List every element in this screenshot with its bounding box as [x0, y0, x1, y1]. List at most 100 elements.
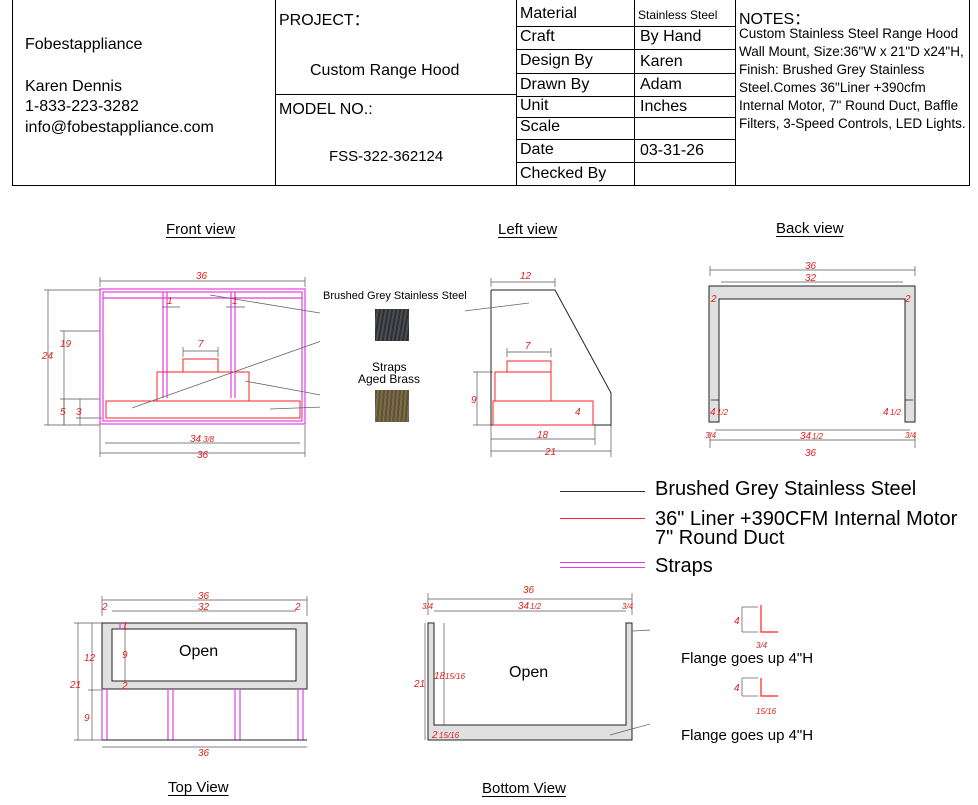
dim-top-32: 32: [198, 602, 210, 613]
model-value: FSS-322-362124: [329, 148, 444, 165]
dim-flange-4a: 4: [734, 616, 740, 627]
steel-swatch: [375, 309, 409, 341]
brass-swatch: [375, 390, 409, 422]
legend-text-red-1: 36" Liner +390CFM Internal Motor: [655, 508, 958, 530]
contact-name: Karen Dennis: [25, 78, 122, 95]
dim-top-2b: 2: [294, 602, 301, 613]
dim-back-2a: 2: [710, 294, 717, 305]
dim-back-4a: 4: [710, 407, 716, 418]
dim-top-21: 21: [69, 680, 81, 691]
contact-email: info@fobestappliance.com: [25, 119, 214, 136]
steel-swatch-label: Brushed Grey Stainless Steel: [323, 290, 467, 302]
bottom-view-open-label: Open: [509, 664, 549, 681]
top-view-open-label: Open: [179, 643, 219, 660]
dim-back-half-b: 1/2: [890, 408, 902, 417]
dim-back-half-c: 1/2: [812, 432, 824, 441]
front-view-title: Front view: [166, 221, 236, 238]
legend-line-red: [560, 518, 645, 519]
top-view-title: Top View: [168, 779, 229, 796]
dim-front-1b: 1: [232, 296, 238, 307]
dim-back-4b: 4: [883, 407, 889, 418]
dim-bot-quarter-b: 3/4: [622, 602, 634, 611]
spec-key-checked: Checked By: [520, 165, 607, 182]
dim-top-9a: 9: [122, 650, 128, 661]
dim-front-1a: 1: [167, 296, 173, 307]
dim-front-5: 5: [60, 407, 66, 418]
spec-value-design: Karen: [640, 53, 683, 70]
straps-swatch-label-1: Straps: [372, 360, 407, 374]
dim-bot-quarter-a: 3/4: [422, 602, 434, 611]
notes-body: Custom Stainless Steel Range Hood Wall M…: [739, 26, 966, 131]
back-view-title: Back view: [776, 220, 844, 237]
dim-back-32: 32: [805, 273, 817, 284]
spec-value-drawn: Adam: [640, 76, 682, 93]
model-label: MODEL NO.:: [279, 101, 373, 118]
notes-title: NOTES：: [739, 11, 811, 28]
spec-key-unit: Unit: [520, 97, 549, 114]
dim-front-19: 19: [60, 339, 72, 350]
spec-value-date: 03-31-26: [640, 142, 705, 159]
spec-value-craft: By Hand: [640, 28, 702, 45]
project-value: Custom Range Hood: [310, 62, 460, 79]
project-label: PROJECT：: [279, 12, 370, 29]
dim-bot-34: 34: [518, 601, 530, 612]
company-name: Fobestappliance: [25, 36, 143, 53]
contact-phone: 1-833-223-3282: [25, 98, 139, 115]
spec-key-material: Material: [520, 5, 577, 22]
legend-text-magenta: Straps: [655, 555, 713, 577]
dim-front-34: 34: [190, 434, 202, 445]
title-block: Fobestappliance Karen Dennis 1-833-223-3…: [0, 0, 978, 186]
dim-top-9b: 9: [84, 713, 90, 724]
dim-bot-18-frac: 15/16: [445, 672, 466, 681]
dim-bot-15-16: 15/16: [439, 731, 460, 740]
spec-key-date: Date: [520, 141, 554, 158]
spec-value-unit: Inches: [640, 98, 688, 115]
title-block-grid: [12, 0, 970, 186]
dim-flange-15-16: 15/16: [756, 707, 777, 716]
dim-front-width: 36: [196, 271, 208, 282]
dim-back-quarter-a: 3/4: [705, 431, 717, 440]
spec-key-drawn: Drawn By: [520, 76, 590, 93]
flange-note-1: Flange goes up 4"H: [681, 650, 814, 667]
spec-key-scale: Scale: [520, 118, 561, 135]
flange-note-2: Flange goes up 4"H: [681, 727, 814, 744]
flange-detail-drawing: 4 3/4 4 15/16: [734, 605, 778, 716]
spec-key-craft: Craft: [520, 28, 555, 45]
dim-flange-4b: 4: [734, 683, 740, 694]
left-view-drawing: 12 7 9 4 18 21: [465, 271, 612, 458]
back-view-drawing: 36 32 2 2 4 1/2 4 1/2 3/4 34 1/2 3/4 36: [705, 262, 917, 459]
spec-key-design: Design By: [520, 52, 593, 69]
dim-left-4: 4: [575, 407, 581, 418]
dim-back-2b: 2: [904, 294, 911, 305]
dim-bot-36: 36: [523, 585, 535, 596]
dim-left-21: 21: [544, 447, 556, 458]
dim-left-9: 9: [471, 395, 477, 406]
dim-top-2c: 2: [121, 681, 128, 692]
left-view-title: Left view: [498, 221, 558, 238]
dim-left-18: 18: [537, 430, 549, 441]
dim-front-3: 3: [76, 407, 82, 418]
dim-top-36b: 36: [198, 748, 210, 759]
legend-line-magenta-2: [560, 567, 645, 568]
dim-left-12: 12: [520, 271, 532, 282]
dim-bot-half: 1/2: [530, 602, 542, 611]
dim-back-34: 34: [800, 431, 812, 442]
dim-back-half-a: 1/2: [717, 408, 729, 417]
dim-front-7: 7: [198, 339, 204, 350]
dim-back-quarter-b: 3/4: [905, 431, 917, 440]
dim-bot-18: 18: [434, 671, 446, 682]
dim-front-height: 24: [41, 351, 54, 362]
dim-front-34-frac: 3/8: [203, 435, 215, 444]
dim-back-36: 36: [805, 262, 817, 272]
straps-swatch-label-2: Aged Brass: [358, 372, 421, 386]
dim-left-7: 7: [525, 341, 531, 352]
dim-top-36: 36: [198, 591, 210, 602]
bottom-view-drawing: 36 34 1/2 3/4 3/4 21 18 15/16 2 15/16: [413, 585, 650, 741]
bottom-view-title: Bottom View: [482, 780, 566, 797]
legend-line-magenta-1: [560, 562, 645, 563]
legend-text-black: Brushed Grey Stainless Steel: [655, 478, 917, 500]
dim-flange-3-4: 3/4: [756, 641, 768, 650]
dim-front-36b: 36: [197, 450, 209, 461]
legend-line-black: [560, 491, 645, 492]
dim-top-2a: 2: [101, 602, 108, 613]
